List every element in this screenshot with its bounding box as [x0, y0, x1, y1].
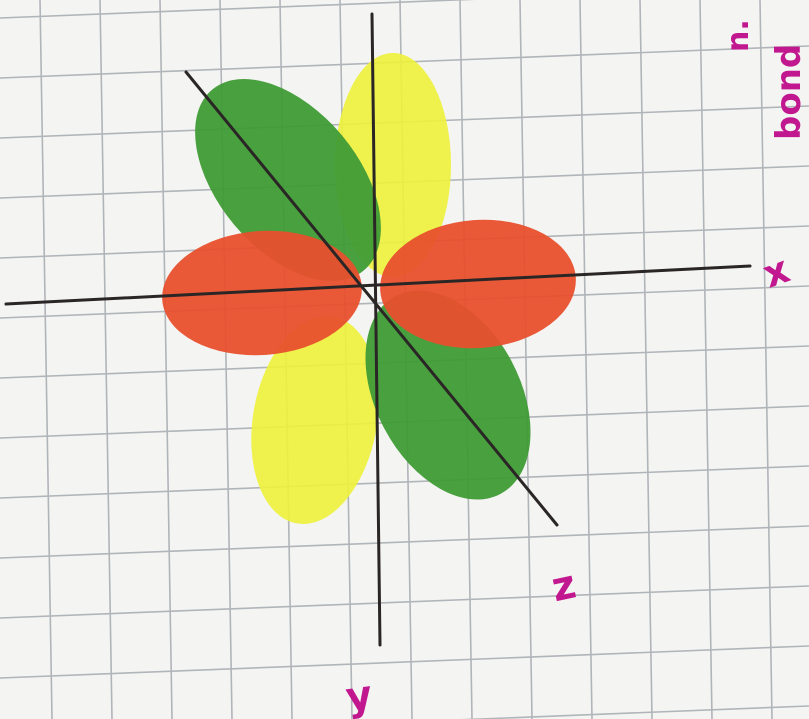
margin-word: bond	[769, 44, 809, 140]
margin-fragment: n.	[721, 19, 756, 52]
